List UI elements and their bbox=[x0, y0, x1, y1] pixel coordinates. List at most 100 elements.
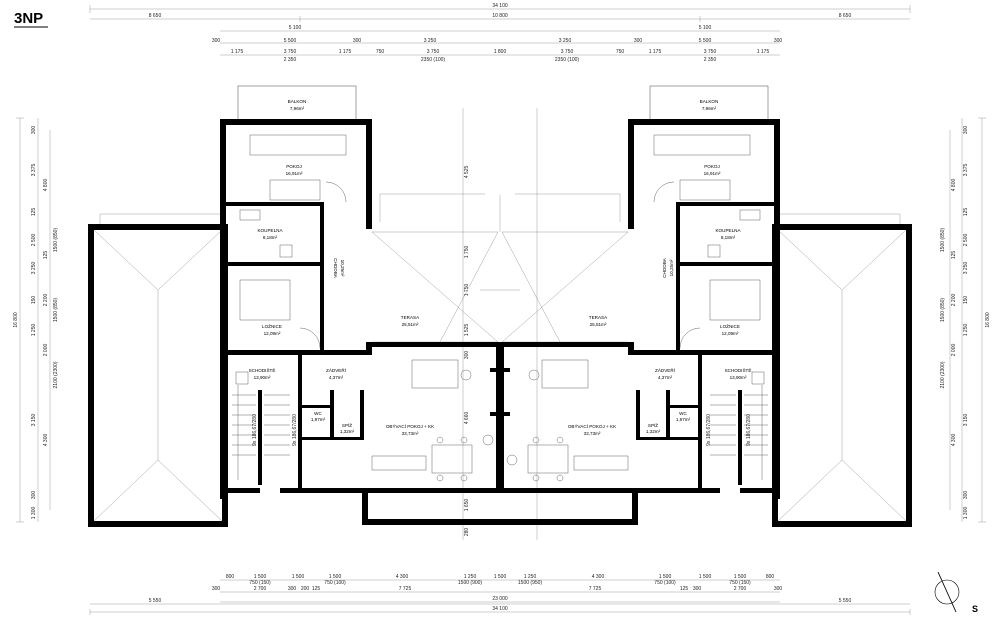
dim-top-r5-1: 1 175 bbox=[231, 49, 244, 55]
dim-top-r3-1: 5 100 bbox=[289, 25, 302, 31]
area-terasa-right: 25,51m² bbox=[590, 322, 607, 327]
north-label: S bbox=[972, 604, 978, 614]
dim-top-r5-9: 1 175 bbox=[649, 49, 662, 55]
dim-top-r5-3: 1 175 bbox=[339, 49, 352, 55]
dim-top-r4-1: 300 bbox=[212, 38, 221, 44]
dim-right-11: 2 000 bbox=[951, 344, 957, 357]
dim-right-13: 4 300 bbox=[951, 434, 957, 447]
floor-title: 3NP bbox=[14, 10, 43, 27]
area-wc-left: 1,97m² bbox=[311, 417, 326, 422]
dim-bot-r2-7: 7 725 bbox=[589, 586, 602, 592]
label-wc-left: WC bbox=[314, 411, 322, 416]
dim-bot-r1sub-2: 750 (100) bbox=[324, 580, 346, 586]
label-obyvaci-right: OBÝVACÍ POKOJ + KK bbox=[568, 423, 617, 429]
dim-left-8: 2 200 bbox=[43, 294, 49, 307]
north-arrow-line bbox=[937, 571, 957, 613]
area-loznice-right: 12,09m² bbox=[722, 331, 739, 336]
dim-bot-r2-3: 300 bbox=[288, 586, 297, 592]
dim-right-1: 300 bbox=[963, 126, 969, 135]
stair-note-right-2: 9x 186,67/280 bbox=[746, 414, 752, 446]
dim-top-r4-8: 300 bbox=[774, 38, 783, 44]
dim-right-note-2: 1500 (850) bbox=[940, 298, 946, 323]
area-pokoj-right: 16,91m² bbox=[704, 171, 721, 176]
dim-center-6: 4 660 bbox=[464, 412, 470, 425]
dim-bot-r1-7: 1 500 bbox=[494, 574, 507, 580]
area-koupelna-right: 8,18m² bbox=[721, 235, 736, 240]
dim-left-10: 1 250 bbox=[31, 324, 37, 337]
north-arrow-circle bbox=[934, 579, 960, 605]
label-terasa-left: TERASA bbox=[401, 315, 420, 320]
terrace-roof bbox=[371, 108, 629, 540]
label-balkon-left: BALKON bbox=[288, 99, 307, 104]
area-obyvaci-right: 33,73m² bbox=[584, 431, 601, 436]
dim-bot-r1sub-4: 1500 (950) bbox=[518, 580, 543, 586]
dim-bot-r1-8: 1 250 bbox=[524, 574, 537, 580]
label-pokoj-right: POKOJ bbox=[704, 164, 720, 169]
area-zadveri-right: 4,37m² bbox=[658, 375, 673, 380]
dim-left-5: 2 500 bbox=[31, 234, 37, 247]
area-schodiste-right: 13,90m² bbox=[730, 375, 747, 380]
dim-left-note-2: 1500 (850) bbox=[53, 298, 59, 323]
dim-top-r5-6: 1 800 bbox=[494, 49, 507, 55]
dim-bot-r2-8: 125 bbox=[680, 586, 689, 592]
dim-right-7: 3 250 bbox=[963, 262, 969, 275]
dim-top-r2-3: 8 650 bbox=[839, 13, 852, 19]
area-spiz-left: 1,32m² bbox=[340, 429, 355, 434]
dim-bot-r2-2: 2 700 bbox=[254, 586, 267, 592]
dim-bot-r4-1: 5 550 bbox=[149, 598, 162, 604]
dim-top-r5-11: 1 175 bbox=[757, 49, 770, 55]
dim-right-5: 2 500 bbox=[963, 234, 969, 247]
stair-note-left-2: 9x 186,67/280 bbox=[292, 414, 298, 446]
stair-note-right-1: 9x 186,67/280 bbox=[706, 414, 712, 446]
dim-left-total: 16 800 bbox=[13, 312, 19, 328]
dim-right-4: 125 bbox=[963, 208, 969, 217]
area-obyvaci-left: 33,73m² bbox=[402, 431, 419, 436]
dim-right-2: 3 375 bbox=[963, 164, 969, 177]
dim-top-r5sub-4: 2 350 bbox=[704, 57, 717, 63]
dim-bot-r2-6: 7 725 bbox=[399, 586, 412, 592]
dim-bot-r1-1: 800 bbox=[226, 574, 235, 580]
dim-bot-r1sub-5: 750 (100) bbox=[654, 580, 676, 586]
right-unit: 9x 186,67/280 9x 186,67/280 bbox=[628, 85, 780, 499]
dim-top-r4-3: 300 bbox=[353, 38, 362, 44]
dim-bot-r1-3: 1 500 bbox=[292, 574, 305, 580]
dim-left-1: 300 bbox=[31, 126, 37, 135]
label-schodiste-left: SCHODIŠTĚ bbox=[249, 366, 276, 373]
stair-note-left-1: 9x 186,67/280 bbox=[252, 414, 258, 446]
dim-bot-r2-1: 300 bbox=[212, 586, 221, 592]
dim-left-9: 150 bbox=[31, 296, 37, 305]
dim-top-r5-5: 3 750 bbox=[427, 49, 440, 55]
area-wc-right: 1,97m² bbox=[676, 417, 691, 422]
dim-bot-r2-5: 125 bbox=[312, 586, 321, 592]
dim-right-3: 4 800 bbox=[951, 179, 957, 192]
dim-left-7: 3 250 bbox=[31, 262, 37, 275]
dim-right-note-1: 1500 (850) bbox=[940, 228, 946, 253]
label-koupelna-right: KOUPELNA bbox=[715, 228, 741, 233]
area-chodba-left: 10,25m² bbox=[340, 260, 345, 277]
left-dimension-chains: 16 800 300 3 375 4 800 125 2 500 125 3 2… bbox=[13, 117, 59, 523]
label-chodba-left: CHODBA bbox=[333, 258, 338, 279]
label-chodba-right: CHODBA bbox=[662, 257, 667, 278]
dim-bot-r1-9: 4 300 bbox=[592, 574, 605, 580]
area-balkon-right: 7,96m² bbox=[702, 106, 717, 111]
right-dimension-chains: 16 800 300 3 375 4 800 125 2 500 125 3 2… bbox=[940, 117, 991, 523]
dim-right-14: 300 bbox=[963, 491, 969, 500]
dim-left-6: 125 bbox=[43, 251, 49, 260]
center-dimensions: 4 525 1 750 1 750 1 525 300 4 660 1 650 … bbox=[464, 166, 470, 537]
dim-bot-r2-11: 300 bbox=[774, 586, 783, 592]
dim-left-4: 125 bbox=[31, 208, 37, 217]
dim-bot-r1-11: 1 500 bbox=[699, 574, 712, 580]
dim-bot-r1sub-1: 750 (150) bbox=[249, 580, 271, 586]
area-zadveri-left: 4,37m² bbox=[329, 375, 344, 380]
dim-bot-r2-9: 300 bbox=[693, 586, 702, 592]
dim-right-10: 1 250 bbox=[963, 324, 969, 337]
dim-top-r5-10: 3 750 bbox=[704, 49, 717, 55]
dim-bot-r2-10: 2 700 bbox=[734, 586, 747, 592]
dim-bot-r1-2: 1 500 bbox=[254, 574, 267, 580]
dim-bot-r1sub-3: 1500 (900) bbox=[458, 580, 483, 586]
dim-right-12: 3 150 bbox=[963, 414, 969, 427]
dim-top-r5-7: 3 750 bbox=[561, 49, 574, 55]
label-balkon-right: BALKON bbox=[700, 99, 719, 104]
dim-right-8: 2 200 bbox=[951, 294, 957, 307]
dim-top-r4-6: 300 bbox=[634, 38, 643, 44]
